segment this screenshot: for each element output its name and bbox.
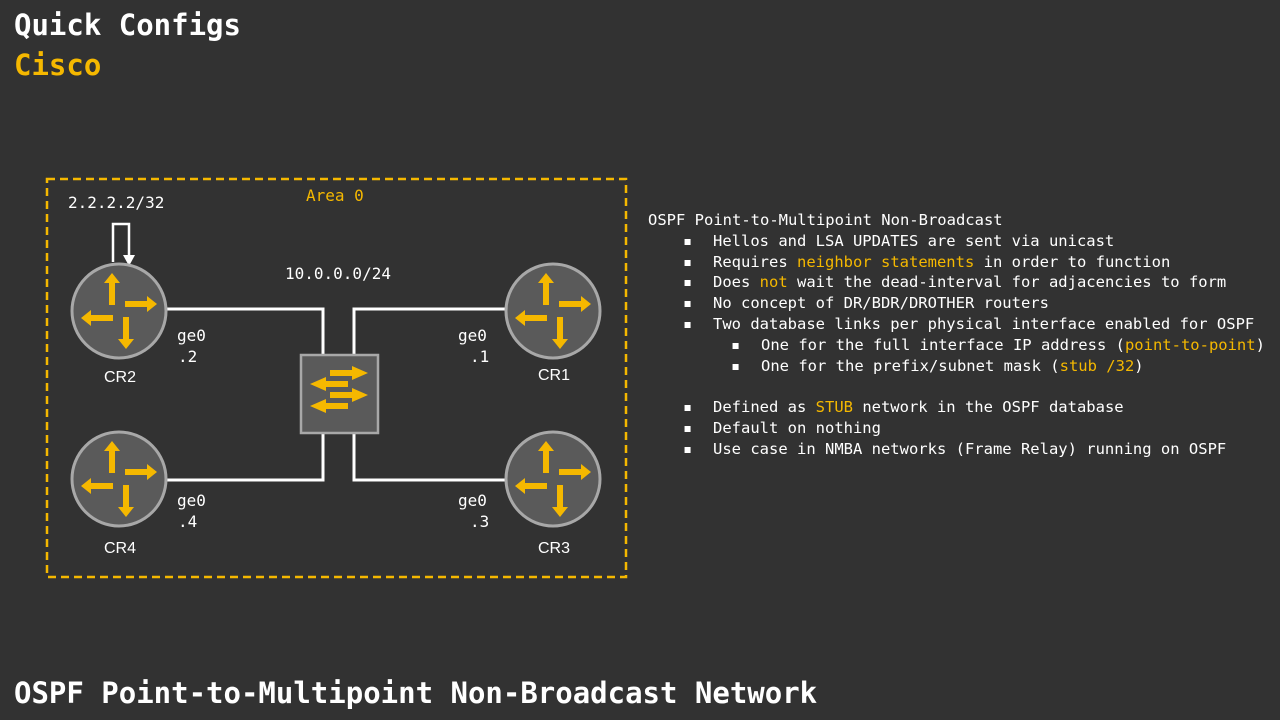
note-text: One for the full interface IP address ( (761, 335, 1125, 354)
vendor-subtitle: Cisco (14, 48, 102, 82)
switch-arrow-left-2 (310, 399, 348, 413)
link-cr1-switch (352, 307, 506, 356)
switch-arrow-right-2 (330, 388, 368, 402)
interface-label-cr4: ge0 (177, 491, 206, 510)
loopback-arrow (111, 222, 131, 262)
note-text: in order to function (974, 252, 1171, 271)
area-label: Area 0 (306, 186, 364, 205)
note-text: network in the OSPF database (852, 398, 1124, 417)
interface-label-cr3: ge0 (458, 491, 487, 510)
note-text: Use case in NMBA networks (Frame Relay) … (713, 439, 1227, 458)
switch (299, 353, 380, 435)
router-cr1 (504, 262, 602, 360)
note-highlight: point-to-point (1124, 335, 1256, 354)
note-item: Hellos and LSA UPDATES are sent via unic… (648, 231, 1265, 252)
interface-label-cr1: ge0 (458, 326, 487, 345)
note-item: Requires neighbor statements in order to… (648, 252, 1265, 273)
notes-spacer (648, 376, 1265, 397)
interface-label-cr2: ge0 (177, 326, 206, 345)
link-cr2-switch (166, 307, 325, 356)
note-subitem: One for the prefix/subnet mask (stub /32… (648, 356, 1265, 377)
note-highlight: stub /32 (1059, 356, 1135, 375)
note-text: Does (713, 273, 760, 292)
subnet-label: 10.0.0.0/24 (285, 264, 391, 283)
note-highlight: neighbor statements (797, 252, 975, 271)
router-name-cr4: CR4 (104, 540, 136, 557)
note-text: Defined as (713, 398, 816, 417)
notes-panel: OSPF Point-to-Multipoint Non-Broadcast H… (648, 210, 1265, 460)
link-cr4-switch (166, 433, 325, 482)
notes-list-2: Defined as STUB network in the OSPF data… (648, 397, 1265, 459)
router-cr3 (504, 430, 602, 528)
router-cr4 (70, 430, 168, 528)
router-name-cr3: CR3 (538, 540, 570, 557)
host-label-cr3: .3 (470, 512, 489, 531)
area-boundary (45, 177, 628, 579)
notes-heading: OSPF Point-to-Multipoint Non-Broadcast (648, 211, 1003, 229)
switch-arrow-right-1 (330, 366, 368, 380)
host-label-cr1: .1 (470, 347, 489, 366)
note-subitem: One for the full interface IP address (p… (648, 335, 1265, 356)
router-cr2 (70, 262, 168, 360)
note-text: Two database links per physical interfac… (713, 314, 1255, 333)
note-item: Use case in NMBA networks (Frame Relay) … (648, 439, 1265, 460)
note-highlight: not (759, 273, 788, 292)
note-item: Two database links per physical interfac… (648, 314, 1265, 335)
note-text: Requires (713, 252, 797, 271)
host-label-cr2: .2 (178, 347, 197, 366)
note-text: ) (1255, 335, 1265, 354)
note-text: ) (1134, 356, 1144, 375)
switch-arrow-left-1 (310, 377, 348, 391)
link-cr3-switch (352, 433, 506, 482)
note-item: Default on nothing (648, 418, 1265, 439)
page-title: Quick Configs (14, 8, 241, 42)
router-name-cr1: CR1 (538, 367, 570, 384)
host-label-cr4: .4 (178, 512, 197, 531)
note-text: wait the dead-interval for adjacencies t… (787, 273, 1227, 292)
note-text: No concept of DR/BDR/DROTHER routers (713, 294, 1049, 313)
note-item: Defined as STUB network in the OSPF data… (648, 397, 1265, 418)
loopback-arrowhead (123, 255, 135, 266)
note-text: One for the prefix/subnet mask ( (761, 356, 1060, 375)
note-item: Does not wait the dead-interval for adja… (648, 272, 1265, 293)
note-highlight: STUB (815, 398, 853, 417)
notes-list: Hellos and LSA UPDATES are sent via unic… (648, 231, 1265, 377)
note-item: No concept of DR/BDR/DROTHER routers (648, 293, 1265, 314)
slide-title: OSPF Point-to-Multipoint Non-Broadcast N… (14, 676, 818, 710)
note-text: Hellos and LSA UPDATES are sent via unic… (713, 231, 1115, 250)
loopback-label: 2.2.2.2/32 (68, 193, 164, 212)
router-name-cr2: CR2 (104, 369, 136, 386)
note-text: Default on nothing (713, 418, 881, 437)
